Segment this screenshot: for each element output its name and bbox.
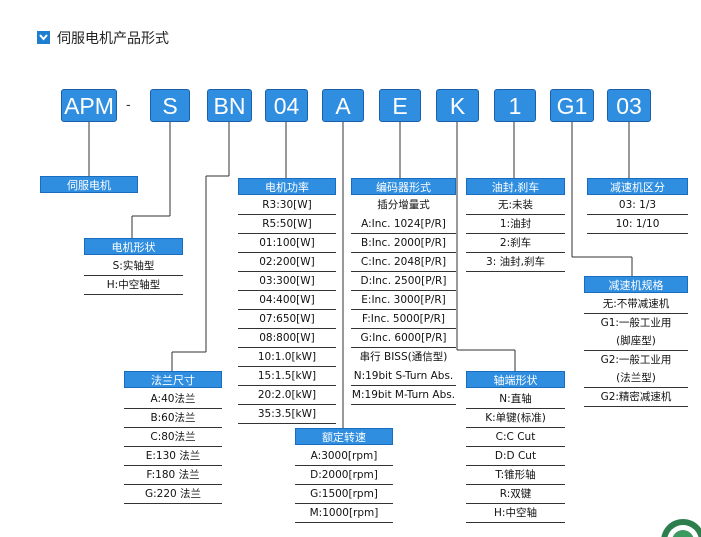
power-row: 03:300[W] — [238, 272, 336, 291]
reducer-spec-row: G2:一般工业用 — [600, 354, 672, 366]
code-box-seal: 1 — [494, 89, 536, 122]
code-box-reducer-class: 03 — [607, 89, 651, 122]
group-reducer-class-header: 减速机区分 — [587, 178, 688, 195]
reducer-spec-row: (法兰型) — [584, 369, 688, 388]
power-row: 10:1.0[kW] — [238, 348, 336, 367]
group-speed-header: 额定转速 — [295, 428, 393, 445]
code-box-encoder: E — [379, 89, 421, 122]
group-reducer-spec-header: 减速机规格 — [584, 276, 688, 293]
flange-row: F:180 法兰 — [124, 466, 222, 485]
power-row: 08:800[W] — [238, 329, 336, 348]
encoder-row: 插分增量式 — [377, 199, 430, 211]
group-shape-header: 电机形状 — [84, 238, 183, 255]
code-box-speed: A — [322, 89, 364, 122]
speed-row: D:2000[rpm] — [295, 466, 393, 485]
power-row: 20:2.0[kW] — [238, 386, 336, 405]
page-title: 伺服电机产品形式 — [57, 31, 169, 47]
power-row: 35:3.5[kW] — [238, 405, 336, 424]
shaft-row: N:直轴 — [466, 390, 565, 409]
seal-row: 1:油封 — [466, 215, 565, 234]
reducer-class-row: 10: 1/10 — [587, 215, 688, 234]
power-row: 04:400[W] — [238, 291, 336, 310]
power-row: R3:30[W] — [238, 196, 336, 215]
power-row: 15:1.5[kW] — [238, 367, 336, 386]
encoder-row: F:Inc. 5000[P/R] — [351, 310, 456, 329]
encoder-row: B:Inc. 2000[P/R] — [351, 234, 456, 253]
flange-row: A:40法兰 — [124, 390, 222, 409]
group-flange-header: 法兰尺寸 — [124, 371, 222, 388]
flange-row: G:220 法兰 — [124, 485, 222, 504]
group-power-header: 电机功率 — [238, 178, 336, 195]
group-motor-header: 伺服电机 — [40, 176, 138, 193]
flange-row: C:80法兰 — [124, 428, 222, 447]
code-separator: - — [126, 96, 131, 112]
encoder-row: N:19bit S-Turn Abs. — [351, 367, 456, 386]
shaft-row: K:单键(标准) — [466, 409, 565, 428]
shaft-row: T:锥形轴 — [466, 466, 565, 485]
flange-row: E:130 法兰 — [124, 447, 222, 466]
code-box-apm: APM — [61, 89, 117, 122]
encoder-row: E:Inc. 3000[P/R] — [351, 291, 456, 310]
reducer-spec-row: G2:精密减速机 — [584, 388, 688, 407]
encoder-row: D:Inc. 2500[P/R] — [351, 272, 456, 291]
reducer-spec-row: 无:不带减速机 — [584, 295, 688, 314]
power-row: R5:50[W] — [238, 215, 336, 234]
shape-row: H:中空轴型 — [84, 276, 183, 295]
code-box-power: 04 — [265, 89, 308, 122]
group-seal-header: 油封,刹车 — [466, 178, 565, 195]
seal-row: 3: 油封,刹车 — [466, 253, 565, 272]
code-box-shape: S — [150, 89, 190, 122]
power-row: 02:200[W] — [238, 253, 336, 272]
group-shaft-header: 轴端形状 — [466, 371, 565, 388]
logo-icon — [661, 519, 701, 537]
seal-row: 2:刹车 — [466, 234, 565, 253]
shaft-row: C:C Cut — [466, 428, 565, 447]
speed-row: G:1500[rpm] — [295, 485, 393, 504]
speed-row: A:3000[rpm] — [295, 447, 393, 466]
encoder-row: G:Inc. 6000[P/R] — [351, 329, 456, 348]
code-box-flange: BN — [207, 89, 252, 122]
reducer-class-row: 03: 1/3 — [587, 196, 688, 215]
shaft-row: D:D Cut — [466, 447, 565, 466]
reducer-spec-row: (脚座型) — [584, 332, 688, 351]
encoder-row: C:Inc. 2048[P/R] — [351, 253, 456, 272]
speed-row: M:1000[rpm] — [295, 504, 393, 523]
group-encoder-header: 编码器形式 — [351, 178, 456, 195]
shaft-row: H:中空轴 — [466, 504, 565, 523]
reducer-spec-row: G1:一般工业用 — [600, 317, 672, 329]
code-box-shaft: K — [436, 89, 479, 122]
shape-row: S:实轴型 — [84, 257, 183, 276]
code-box-reducer-spec: G1 — [550, 89, 594, 122]
power-row: 07:650[W] — [238, 310, 336, 329]
seal-row: 无:未装 — [466, 196, 565, 215]
power-row: 01:100[W] — [238, 234, 336, 253]
encoder-row: A:Inc. 1024[P/R] — [351, 215, 456, 234]
arrow-square-icon — [37, 31, 50, 44]
encoder-row: M:19bit M-Turn Abs. — [351, 386, 456, 405]
shaft-row: R:双键 — [466, 485, 565, 504]
flange-row: B:60法兰 — [124, 409, 222, 428]
encoder-row: 串行 BISS(通信型) — [359, 351, 448, 363]
